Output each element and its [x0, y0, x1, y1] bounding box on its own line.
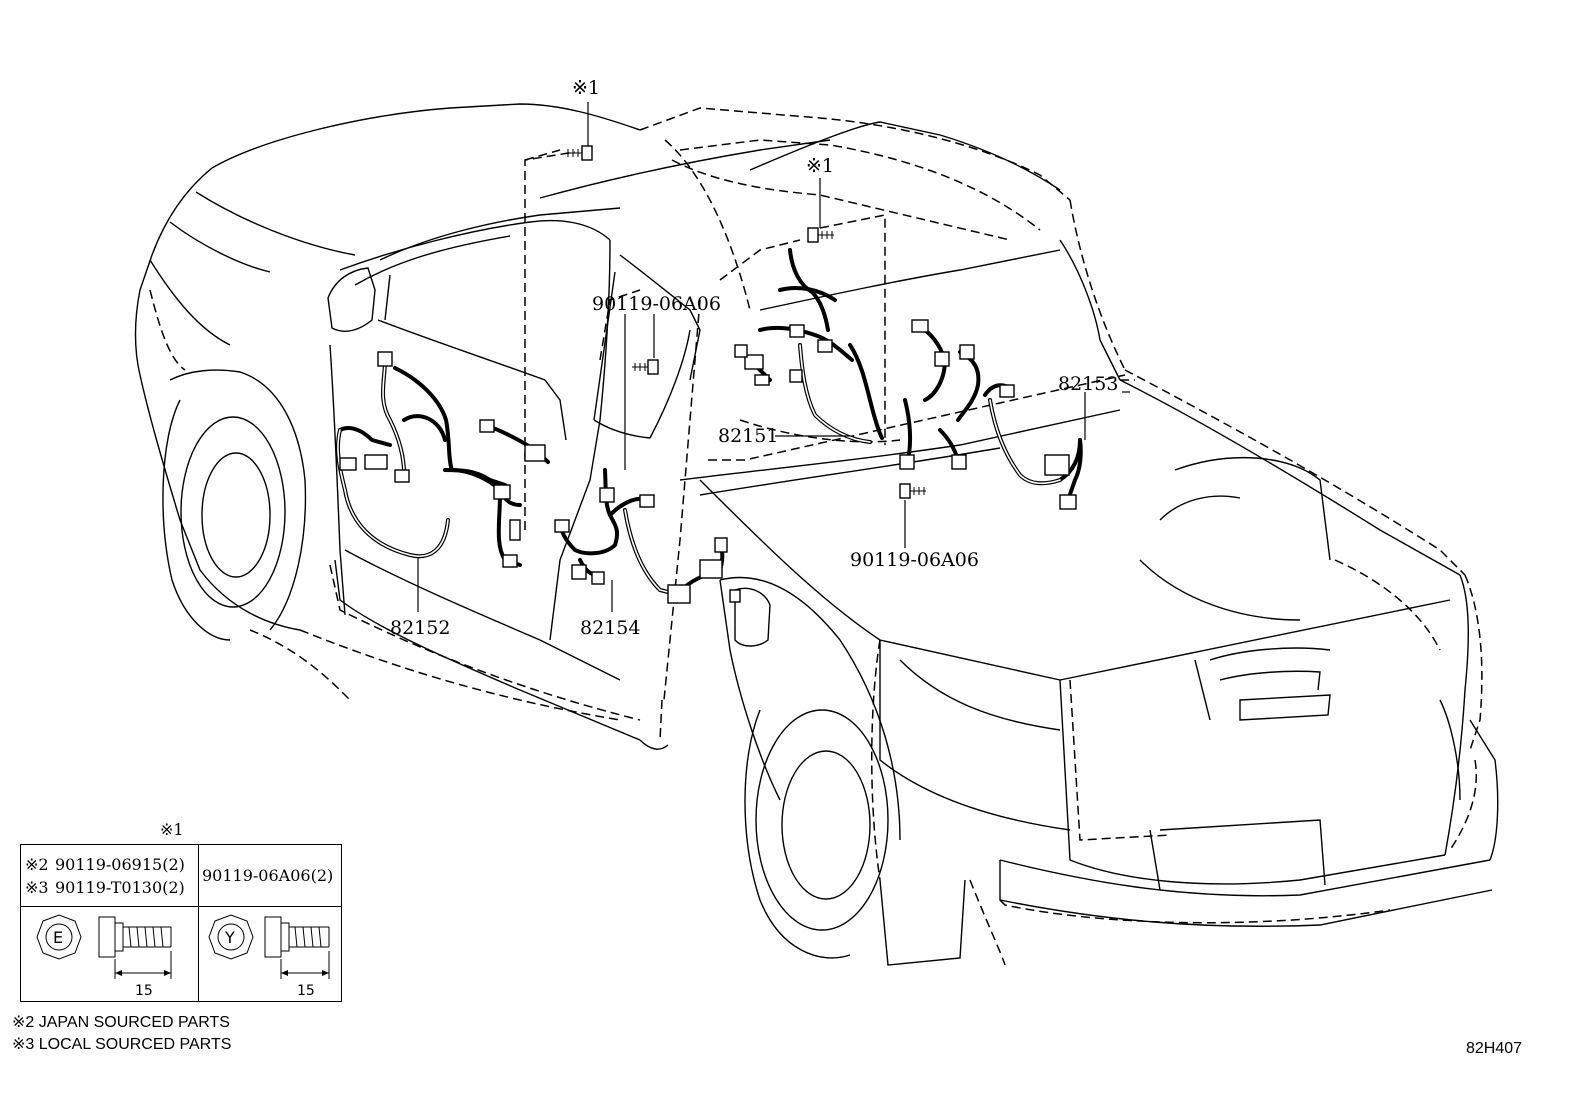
callout-leaders [417, 102, 1130, 612]
bolt-top-icon [566, 145, 593, 161]
legend-note-mark-3: ※3 [25, 878, 49, 897]
note-japan-sourced: ※2 JAPAN SOURCED PARTS [12, 1014, 230, 1031]
legend-part-a06: 90119-06A06(2) [202, 866, 334, 885]
harness-82152 [335, 351, 550, 568]
reference-dashed-lines [149, 107, 1483, 966]
ref-mark-roof: ※1 [806, 155, 834, 177]
bolt-floor-label: 90119-06A06 [850, 549, 979, 571]
fastener-legend-table: ※2 90119-06915(2) ※3 90119-T0130(2) 9011… [20, 844, 342, 1002]
bolt-e-drawing: E 15 [36, 914, 172, 999]
harness-82153 [899, 319, 1083, 510]
legend-left-bolt-cell: E 15 [21, 907, 199, 1001]
bolt-floor-icon [899, 483, 926, 499]
bolt-y-letter: Y [224, 928, 235, 947]
figure-code: 82H407 [1466, 1040, 1523, 1057]
bolt-y-dimension: 15 [297, 983, 315, 999]
bolt-e-dimension: 15 [135, 983, 153, 999]
harness-82154-label: 82154 [580, 617, 640, 639]
legend-reference-mark: ※1 [160, 820, 184, 839]
harness-82152-label: 82152 [390, 617, 450, 639]
harness-82154 [554, 468, 741, 604]
legend-right-header: 90119-06A06(2) [199, 845, 341, 907]
bolt-e-letter: E [53, 928, 63, 947]
legend-right-bolt-cell: Y 15 [199, 907, 341, 1001]
harness-82151 [734, 248, 884, 444]
bolt-pillar-icon [632, 359, 659, 375]
bolt-roof-icon [807, 227, 834, 243]
harness-82151-label: 82151 [718, 425, 778, 447]
note-local-sourced: ※3 LOCAL SOURCED PARTS [12, 1036, 232, 1053]
bolt-y-drawing: Y 15 [208, 914, 330, 999]
vehicle-body-outline [134, 103, 1499, 966]
ref-mark-top: ※1 [572, 77, 600, 99]
legend-left-header: ※2 90119-06915(2) ※3 90119-T0130(2) [21, 845, 199, 907]
legend-part-japan: 90119-06915(2) [55, 855, 185, 874]
harness-82153-label: 82153 [1058, 373, 1118, 395]
bolt-pillar-label: 90119-06A06 [592, 293, 721, 315]
legend-part-local: 90119-T0130(2) [55, 878, 185, 897]
legend-note-mark-2: ※2 [25, 855, 49, 874]
